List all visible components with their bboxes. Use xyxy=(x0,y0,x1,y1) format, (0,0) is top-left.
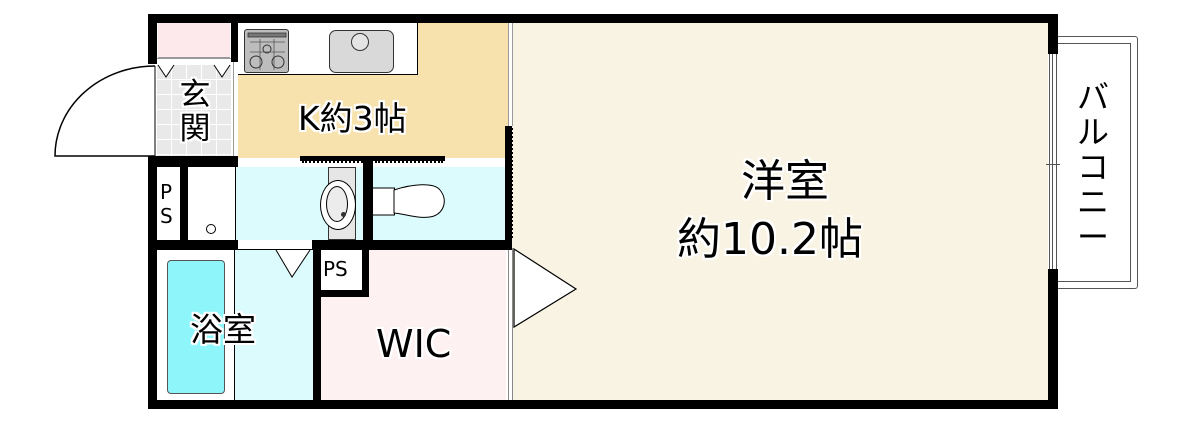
washbasin-icon xyxy=(320,180,356,230)
wall-kitchen-wash-1 xyxy=(300,156,372,161)
wall-kitchen-wash-3 xyxy=(373,156,445,161)
wall-ps-center-bottom xyxy=(313,290,363,297)
bathroom-label: 浴室 xyxy=(190,310,256,349)
pipe-space-center xyxy=(321,249,362,291)
kitchen-label: K約3帖 xyxy=(298,99,407,138)
ps-left-label: PS xyxy=(160,180,173,228)
wall-center-vertical xyxy=(505,126,512,250)
entrance-label: 玄関 xyxy=(179,77,211,147)
wall-ps-left-side xyxy=(180,167,188,241)
wall-bath-wic xyxy=(313,240,321,409)
pipe-space-left xyxy=(156,167,180,241)
wall-left-lower xyxy=(148,156,157,409)
drain-icon xyxy=(206,224,216,234)
entrance-floor xyxy=(156,64,232,156)
western-room-door-marker xyxy=(513,247,578,329)
bathroom-door-marker xyxy=(275,249,311,278)
wall-wash-bath xyxy=(148,240,238,250)
wall-bottom xyxy=(148,400,1058,409)
wic-label: WIC xyxy=(376,322,452,366)
window-sash-line xyxy=(1052,54,1053,269)
balcony-inner-rail xyxy=(1057,43,1131,282)
basin-drain xyxy=(341,212,346,217)
kitchen-bottom-opening xyxy=(238,158,298,167)
ps-center-label: PS xyxy=(323,257,348,281)
western-room xyxy=(512,20,1048,403)
kitchen-sink-icon xyxy=(329,30,394,73)
wall-left-upper xyxy=(148,14,157,64)
wall-entrance-kitchen xyxy=(231,14,238,62)
wall-wash-wic xyxy=(312,240,512,250)
sink-drain-icon xyxy=(351,33,369,51)
wall-right-upper xyxy=(1048,14,1058,54)
sliding-door-western xyxy=(511,128,514,238)
western-room-name: 洋室 xyxy=(741,156,829,207)
wic-door-jamb xyxy=(508,248,513,400)
wall-ps-center-right xyxy=(362,240,369,297)
balcony-label: バルコニー xyxy=(1076,78,1109,256)
kitchen-western-opening xyxy=(508,23,513,126)
entrance-door-markers xyxy=(157,64,231,78)
toilet-icon xyxy=(372,184,445,218)
bathroom-door-header xyxy=(238,240,312,250)
balcony xyxy=(1056,36,1138,289)
western-room-label: 洋室 xyxy=(700,160,920,204)
wall-top xyxy=(148,14,1058,23)
kitchen-bottom-opening-right xyxy=(445,158,506,167)
balcony-window xyxy=(1046,54,1060,269)
sliding-door-1 xyxy=(302,161,370,165)
wall-right-lower xyxy=(1048,269,1058,409)
entrance-door-swing xyxy=(54,65,156,157)
shoe-storage xyxy=(158,22,230,58)
bathtub-icon xyxy=(167,260,225,394)
wall-kitchen-bottom-left xyxy=(148,156,238,167)
entrance-kitchen-opening xyxy=(233,62,237,156)
sliding-door-2 xyxy=(375,161,443,165)
gas-stove-icon xyxy=(244,29,289,73)
wall-kitchen-wash-2 xyxy=(363,156,373,240)
western-room-size: 約10.2帖 xyxy=(677,214,863,265)
wall-storage-bottom xyxy=(157,58,231,59)
window-meeting-rail xyxy=(1046,164,1060,165)
